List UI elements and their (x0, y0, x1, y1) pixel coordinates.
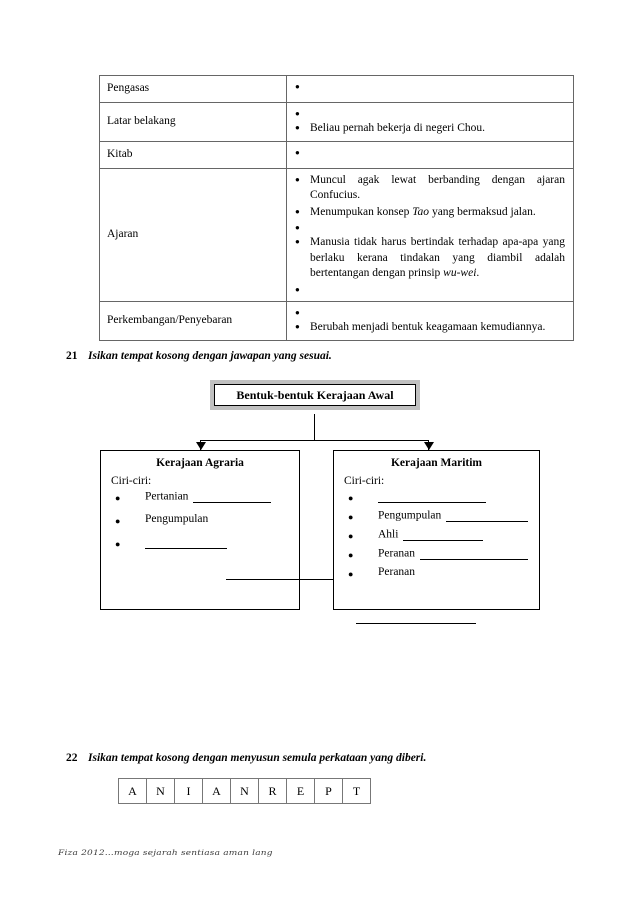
branch-item: Pertanian (111, 490, 293, 506)
bullet-item (295, 79, 565, 95)
branch-subtitle-agraria: Ciri-ciri: (111, 475, 152, 487)
bullet-item (295, 220, 565, 236)
branch-item-label: Pertanian (145, 490, 189, 503)
table-body: Pengasas Latar belakang Beliau pernah be… (99, 75, 574, 342)
question-22-number: 22 (66, 752, 78, 764)
branch-box-agraria: Kerajaan Agraria Ciri-ciri: Pertanian Pe… (100, 450, 336, 610)
letter-cell[interactable]: R (258, 778, 287, 804)
table-row: Ajaran Muncul agak lewat berbanding deng… (99, 167, 574, 302)
bullet-list (295, 145, 565, 161)
arrow-head-left-icon (196, 442, 206, 450)
row-label: Ajaran (99, 167, 287, 302)
branch-item: Pengumpulan (111, 513, 293, 529)
row-content (286, 141, 574, 169)
branch-item (344, 490, 533, 506)
table-row: Kitab (99, 141, 574, 169)
question-21-number: 21 (66, 350, 78, 362)
branch-list-agraria: Pertanian Pengumpulan (101, 490, 299, 552)
answer-blank[interactable] (420, 548, 529, 560)
bullet-item: Menumpukan konsep Tao yang bermaksud jal… (295, 204, 565, 221)
answer-blank[interactable] (446, 510, 529, 522)
bullet-item (295, 305, 565, 321)
row-content: Beliau pernah bekerja di negeri Chou. (286, 101, 574, 143)
bullet-item: Muncul agak lewat berbanding dengan ajar… (295, 172, 565, 204)
letter-cell[interactable]: P (314, 778, 343, 804)
letter-cell[interactable]: E (286, 778, 315, 804)
question-22-instruction: Isikan tempat kosong dengan menyusun sem… (88, 752, 427, 764)
branch-item-label: Peranan (378, 566, 416, 578)
branch-title-agraria: Kerajaan Agraria (156, 457, 244, 469)
italic-term: Tao (412, 205, 430, 218)
row-label: Kitab (99, 141, 287, 169)
answer-blank[interactable] (226, 579, 336, 580)
bullet-item (295, 145, 565, 161)
branch-title-maritim: Kerajaan Maritim (390, 457, 482, 469)
connector-stem (314, 414, 315, 440)
row-content (286, 75, 574, 103)
table-row: Pengasas (99, 75, 574, 103)
connector-horizontal (200, 440, 429, 441)
letter-cell[interactable]: N (146, 778, 175, 804)
row-label: Perkembangan/Penyebaran (99, 300, 287, 342)
branch-box-maritim: Kerajaan Maritim Ciri-ciri: Pengumpulan … (333, 450, 540, 610)
branch-item: Ahli (344, 528, 533, 544)
bullet-text-ajaran-wuwei: Manusia tidak harus bertindak terhadap a… (310, 236, 565, 280)
bullet-text-ajaran-tao: Menumpukan konsep Tao yang bermaksud jal… (310, 205, 536, 218)
answer-blank[interactable] (403, 529, 484, 541)
letter-grid-body: A N I A N R E P T (118, 778, 371, 804)
bullet-item: Beliau pernah bekerja di negeri Chou. (295, 120, 565, 137)
letter-cell[interactable]: I (174, 778, 203, 804)
page-footer: Fiza 2012…moga sejarah sentiasa aman lan… (58, 849, 273, 858)
table-row: Latar belakang Beliau pernah bekerja di … (99, 101, 574, 143)
letter-grid-row: A N I A N R E P T (118, 778, 371, 804)
branch-item (111, 536, 293, 552)
bullet-item: Manusia tidak harus bertindak terhadap a… (295, 234, 565, 282)
branch-item-label: Pengumpulan (145, 513, 209, 525)
branch-item: Peranan (344, 547, 533, 563)
table-row: Perkembangan/Penyebaran Berubah menjadi … (99, 300, 574, 342)
letter-grid: A N I A N R E P T (118, 778, 371, 804)
letter-cell[interactable]: T (342, 778, 371, 804)
row-label: Pengasas (99, 75, 287, 103)
answer-blank[interactable] (378, 491, 486, 503)
arrow-head-right-icon (424, 442, 434, 450)
letter-cell[interactable]: A (118, 778, 147, 804)
bullet-item (295, 282, 565, 298)
religion-info-table: Pengasas Latar belakang Beliau pernah be… (99, 75, 574, 342)
bullet-list (295, 79, 565, 95)
letter-cell[interactable]: A (202, 778, 231, 804)
bullet-item (295, 106, 565, 122)
row-label: Latar belakang (99, 101, 287, 143)
branch-item: Pengumpulan (344, 509, 533, 525)
answer-blank[interactable] (145, 537, 227, 549)
row-content: Berubah menjadi bentuk keagamaan kemudia… (286, 300, 574, 342)
bullet-list: Beliau pernah bekerja di negeri Chou. (295, 106, 565, 137)
letter-cell[interactable]: N (230, 778, 259, 804)
flowchart-title-text: Bentuk-bentuk Kerajaan Awal (214, 384, 416, 406)
branch-item: Peranan (344, 566, 533, 582)
flowchart-title-box: Bentuk-bentuk Kerajaan Awal (210, 380, 420, 410)
branch-subtitle-maritim: Ciri-ciri: (344, 475, 385, 487)
bullet-item: Berubah menjadi bentuk keagamaan kemudia… (295, 319, 565, 336)
bullet-list: Berubah menjadi bentuk keagamaan kemudia… (295, 305, 565, 336)
branch-item-label: Pengumpulan (378, 509, 442, 522)
row-content: Muncul agak lewat berbanding dengan ajar… (286, 167, 574, 302)
bullet-list: Muncul agak lewat berbanding dengan ajar… (295, 172, 565, 298)
branch-item-label: Peranan (378, 547, 416, 560)
answer-blank[interactable] (356, 623, 476, 624)
question-21-instruction: Isikan tempat kosong dengan jawapan yang… (88, 350, 332, 362)
answer-blank[interactable] (193, 491, 272, 503)
branch-item-label: Ahli (378, 528, 399, 541)
branch-list-maritim: Pengumpulan Ahli Peranan Peranan (334, 490, 539, 582)
italic-term: wu-wei (443, 267, 477, 280)
